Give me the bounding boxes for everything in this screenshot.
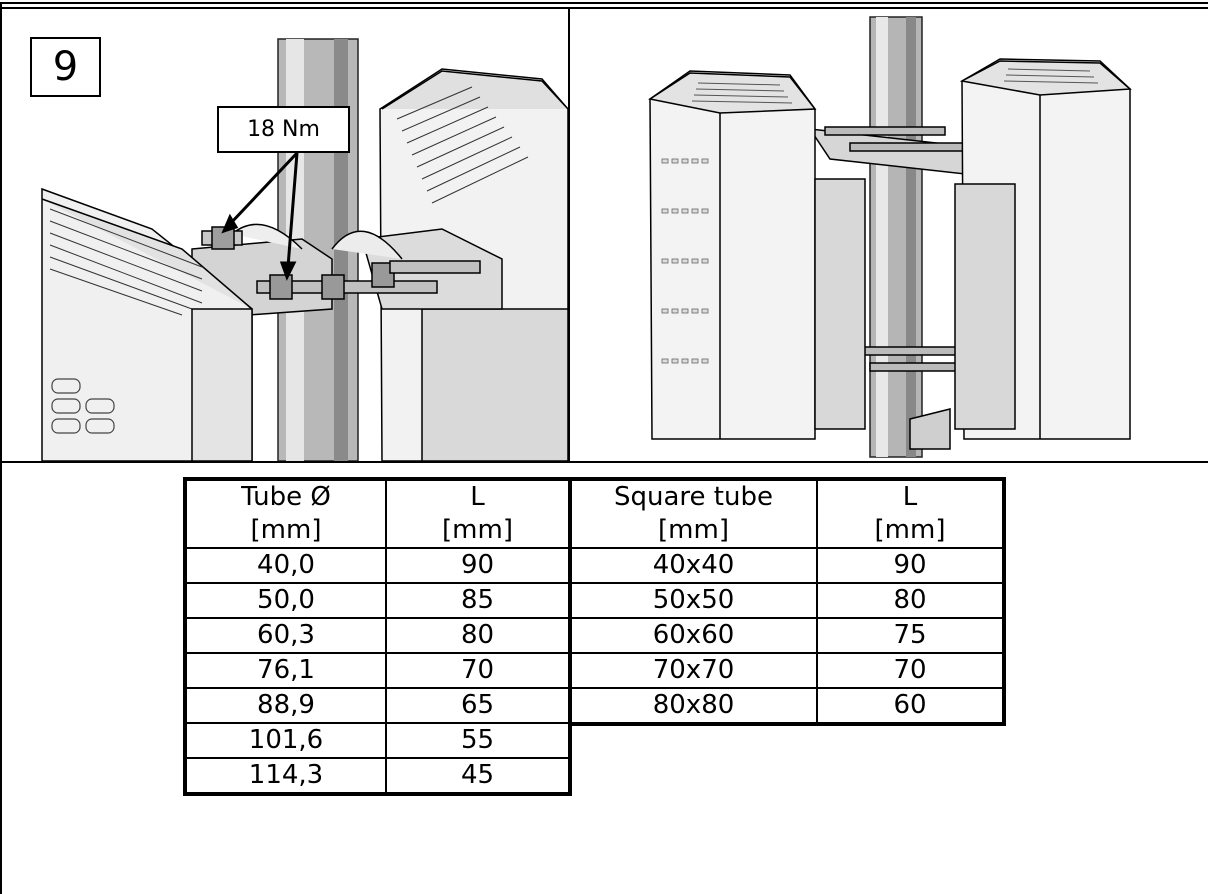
torque-callout: 18 Nm: [217, 106, 350, 153]
table-cell: 80: [816, 582, 1006, 619]
table-cell: 60x60: [569, 617, 818, 654]
table-cell: 65: [385, 687, 572, 724]
header-cell-length: L [mm]: [385, 477, 572, 549]
table-cell: 45: [385, 757, 572, 796]
bracket-detail-illustration: [41, 38, 568, 461]
step-number-box: 9: [30, 37, 101, 97]
header-cell-length: L [mm]: [816, 477, 1006, 549]
center-divider: [568, 7, 570, 463]
table-cell: 55: [385, 722, 572, 759]
table-cell: 70: [816, 652, 1006, 689]
top-double-rule-2: [0, 7, 1208, 9]
table-cell: 90: [816, 547, 1006, 584]
table-cell: 50,0: [183, 582, 387, 619]
header-cell-square-tube: Square tube [mm]: [569, 477, 818, 549]
table-cell: 60: [816, 687, 1006, 726]
table-cell: 70x70: [569, 652, 818, 689]
top-double-rule-1: [0, 2, 1208, 4]
table-cell: 80: [385, 617, 572, 654]
table-cell: 101,6: [183, 722, 387, 759]
right-illustration-panel: [570, 9, 1208, 461]
table-cell: 80x80: [569, 687, 818, 726]
table-cell: 114,3: [183, 757, 387, 796]
table-cell: 50x50: [569, 582, 818, 619]
table-cell: 60,3: [183, 617, 387, 654]
header-unit: [mm]: [874, 515, 946, 545]
table-cell: 40,0: [183, 547, 387, 584]
header-text: Tube Ø: [241, 482, 331, 512]
header-unit: [mm]: [658, 515, 729, 545]
header-unit: [mm]: [442, 515, 513, 545]
left-border: [0, 2, 2, 894]
table-cell: 70: [385, 652, 572, 689]
mid-divider: [0, 461, 1208, 463]
header-cell-tube-diameter: Tube Ø [mm]: [183, 477, 387, 549]
table-cell: 90: [385, 547, 572, 584]
table-cell: 40x40: [569, 547, 818, 584]
header-text: Square tube: [614, 482, 773, 512]
left-illustration-panel: 9 18 Nm: [2, 9, 568, 461]
table-cell: 85: [385, 582, 572, 619]
table-cell: 76,1: [183, 652, 387, 689]
table-cell: 75: [816, 617, 1006, 654]
header-text: L: [470, 482, 485, 512]
header-text: L: [902, 482, 918, 512]
table-header-row: Tube Ø [mm] L [mm]: [183, 477, 572, 549]
table-cell: 88,9: [183, 687, 387, 724]
table-header-row: Square tube [mm] L [mm]: [569, 477, 1006, 549]
mounted-enclosures-illustration: [648, 16, 1132, 458]
header-unit: [mm]: [250, 515, 322, 545]
